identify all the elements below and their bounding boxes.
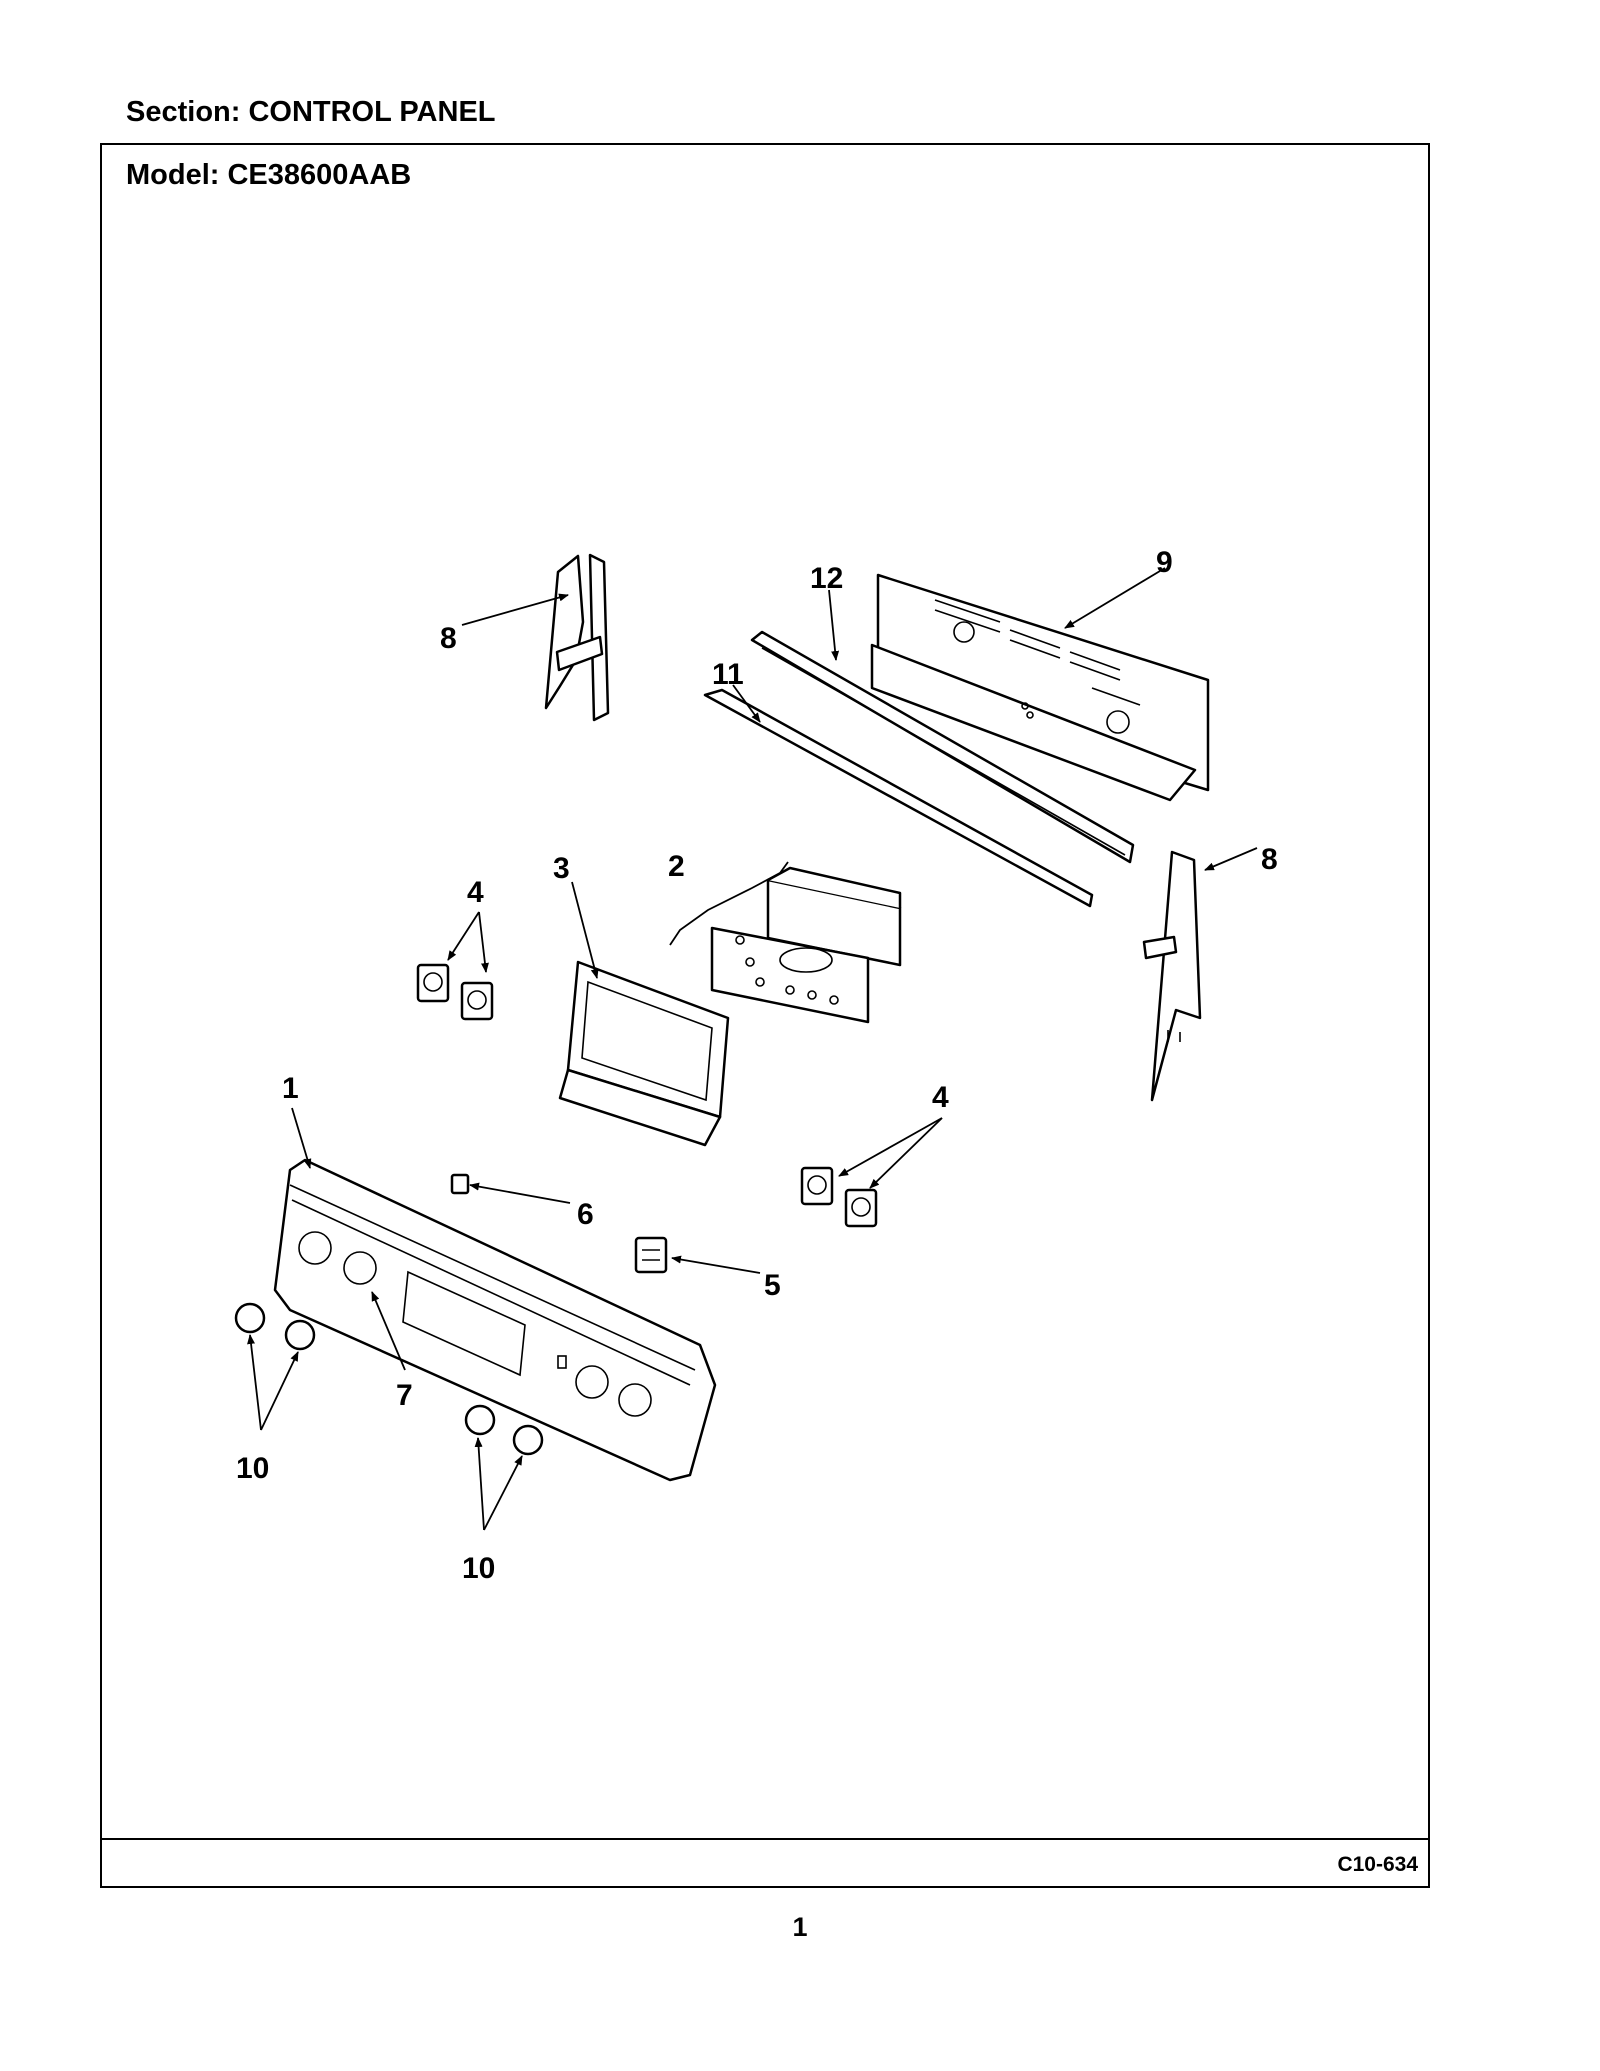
footer-divider xyxy=(102,1838,1428,1840)
part-side-bracket-left xyxy=(544,553,610,722)
callout-4-lower: 4 xyxy=(932,1081,949,1114)
part-rear-panel xyxy=(870,573,1210,802)
drawing-code: C10-634 xyxy=(1337,1853,1418,1876)
callout-10-left: 10 xyxy=(236,1452,269,1485)
callout-10-bottom: 10 xyxy=(462,1552,495,1585)
callout-6: 6 xyxy=(577,1198,594,1231)
section-title: Section: CONTROL PANEL xyxy=(126,96,496,128)
part-clock-control xyxy=(669,861,902,1024)
part-trim-strip xyxy=(750,630,1135,864)
callout-5: 5 xyxy=(764,1269,781,1302)
part-knobs-left xyxy=(234,1302,316,1351)
callout-3: 3 xyxy=(553,852,570,885)
part-switches-lower xyxy=(800,1166,878,1228)
model-title: Model: CE38600AAB xyxy=(126,159,412,191)
part-small-clip xyxy=(450,1173,470,1195)
page-number: 1 xyxy=(792,1912,808,1942)
part-bracket xyxy=(703,688,1094,908)
callout-8-left: 8 xyxy=(440,622,457,655)
part-switches-upper xyxy=(416,963,494,1021)
part-side-bracket-right xyxy=(1142,850,1202,1102)
leader-lines xyxy=(247,567,1258,1531)
part-control-panel xyxy=(273,1158,717,1482)
drawing-frame: Model: CE38600AAB C10-634 xyxy=(100,143,1430,1888)
part-rocker-switch xyxy=(634,1236,668,1274)
callout-12: 12 xyxy=(810,562,843,595)
callout-11: 11 xyxy=(712,658,744,691)
callout-9: 9 xyxy=(1156,546,1173,579)
part-knobs-bottom xyxy=(464,1404,544,1456)
callout-1: 1 xyxy=(282,1072,299,1105)
callout-4-upper: 4 xyxy=(467,876,484,909)
callout-8-right: 8 xyxy=(1261,843,1278,876)
part-display-window xyxy=(558,960,730,1147)
callout-7: 7 xyxy=(396,1379,413,1412)
callout-numbers: 1 2 3 4 4 5 6 7 8 8 9 10 10 11 12 xyxy=(236,546,1278,1585)
callout-2: 2 xyxy=(668,850,685,883)
